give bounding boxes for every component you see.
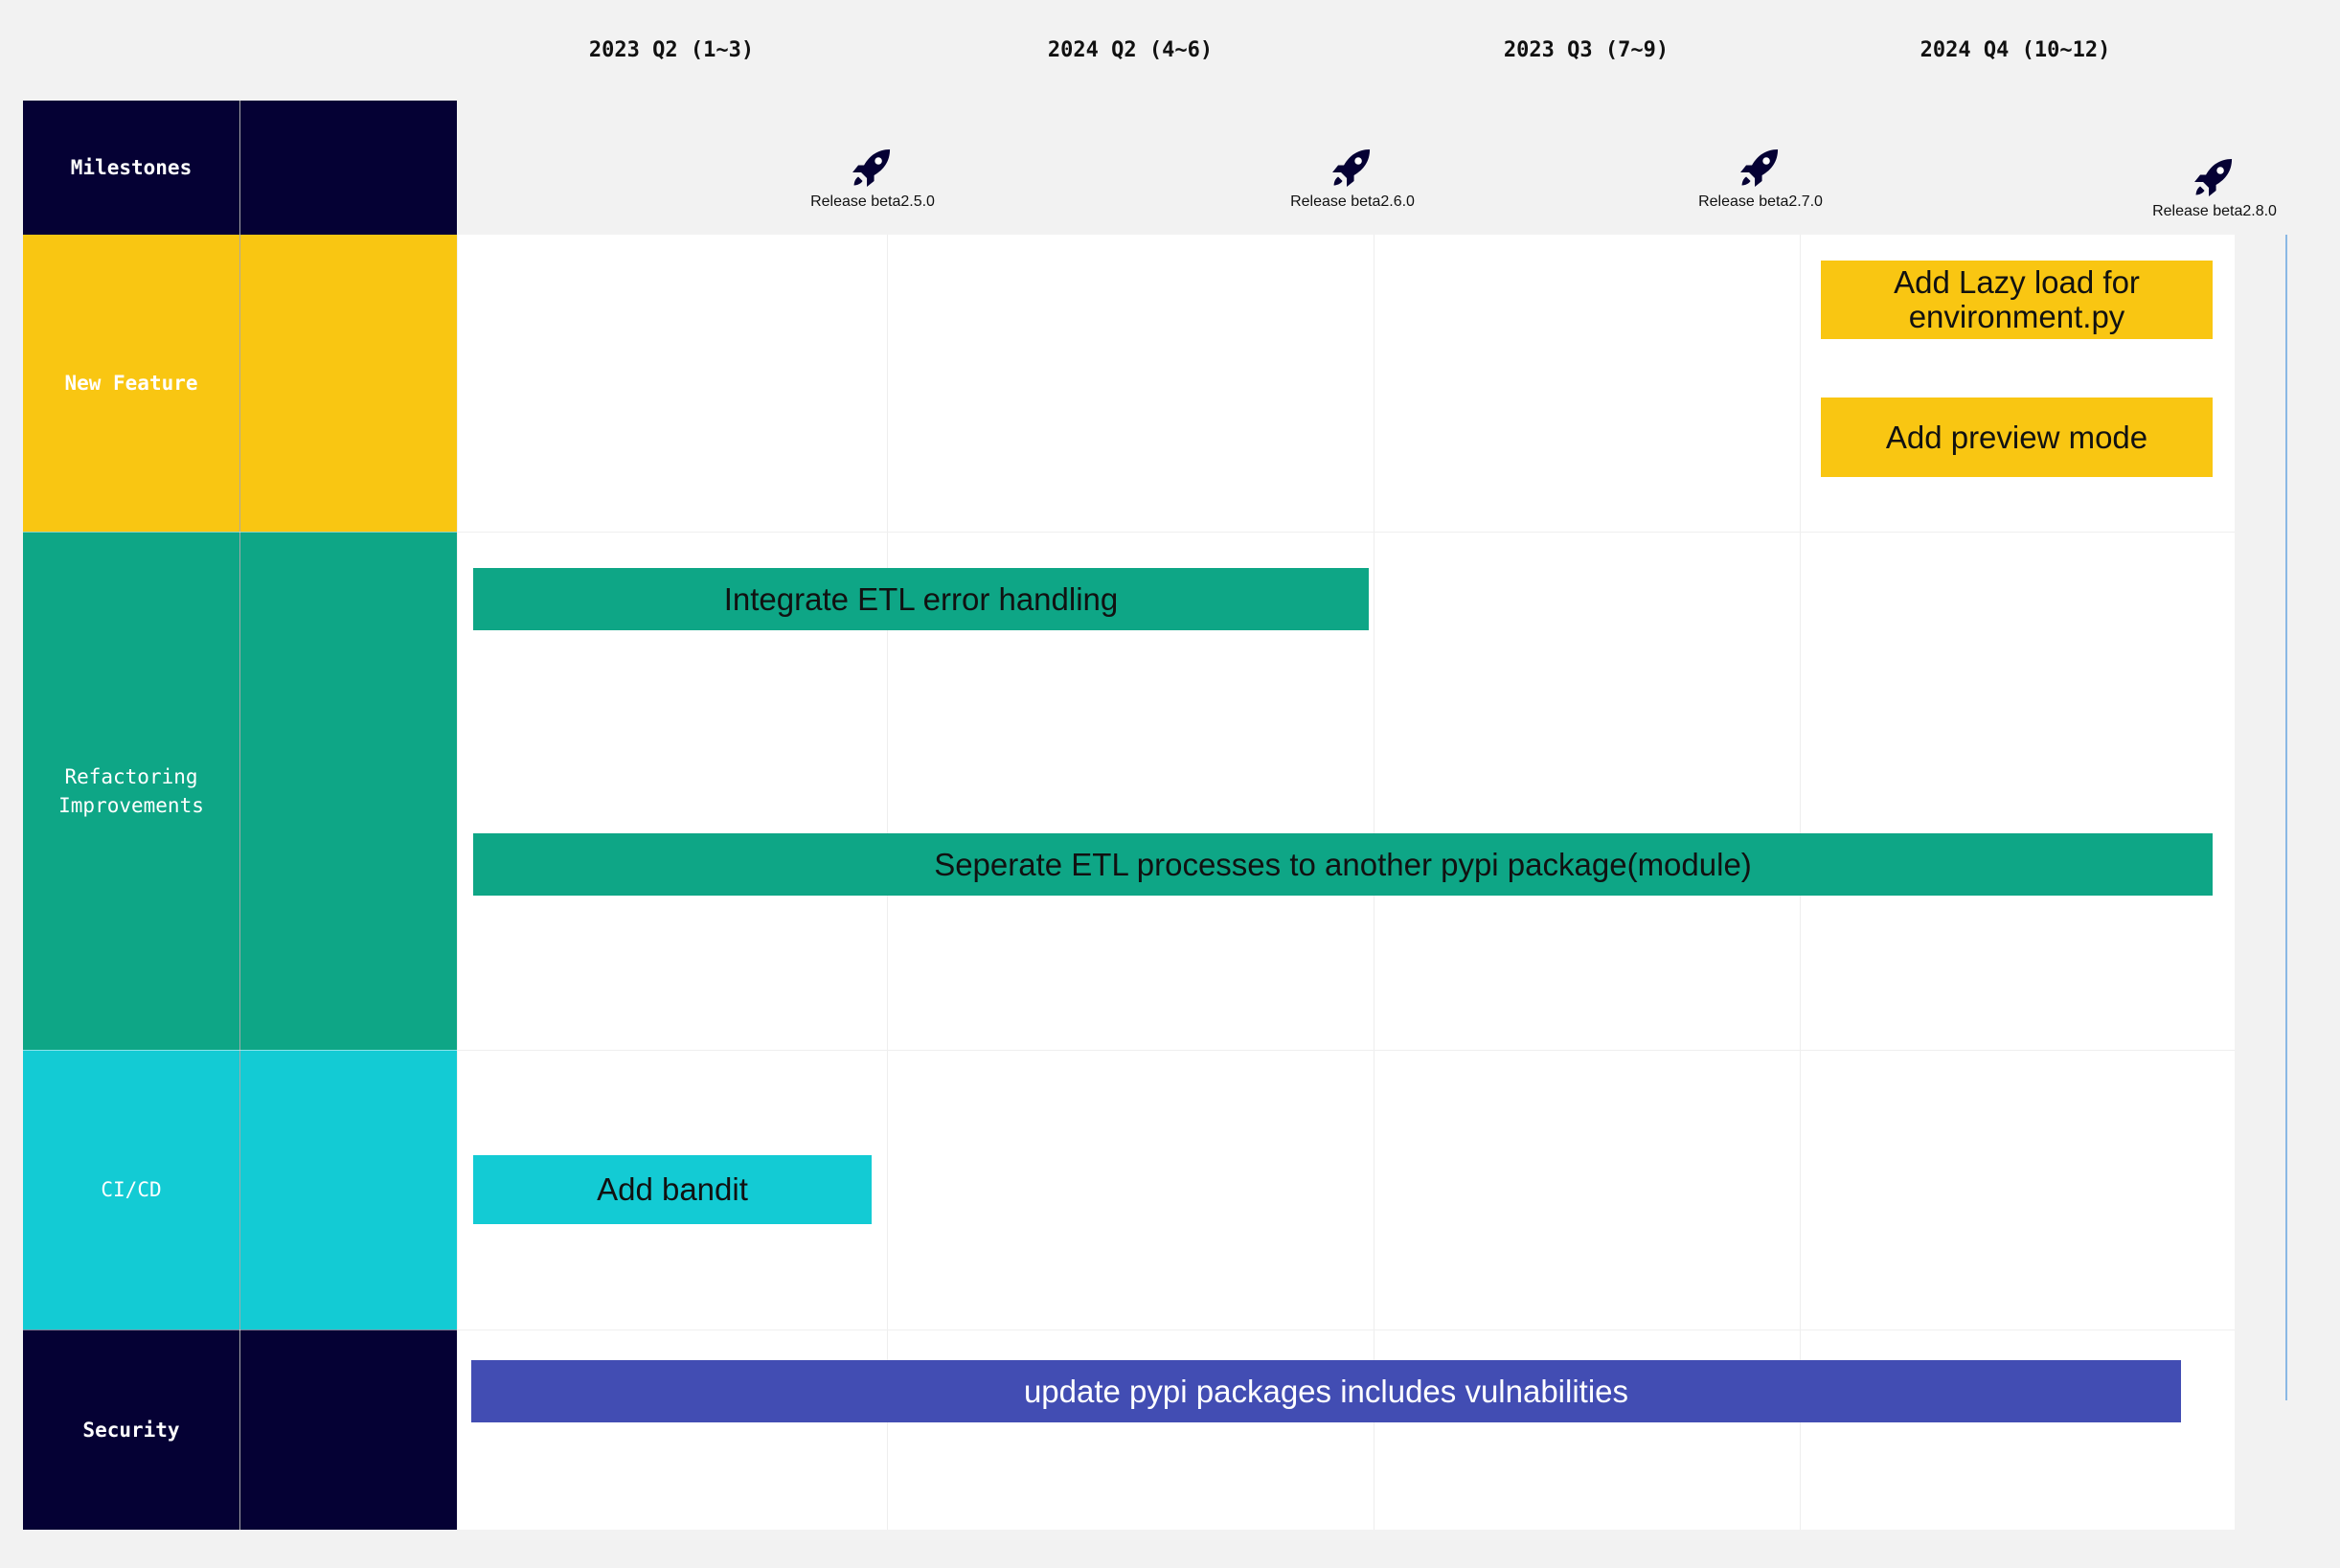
task-lazy-load[interactable]: Add Lazy load for environment.py — [1821, 261, 2213, 339]
row-label-refactoring: Refactoring Improvements — [23, 532, 239, 1050]
task-update-pypi[interactable]: update pypi packages includes vulnabilit… — [471, 1360, 2181, 1422]
row-sublabel-milestones — [240, 101, 457, 235]
grid-line — [458, 532, 2235, 533]
milestone-4[interactable]: Release beta2.8.0 — [2152, 153, 2277, 220]
task-separate-etl[interactable]: Seperate ETL processes to another pypi p… — [473, 833, 2213, 896]
milestone-line — [2285, 235, 2287, 1400]
row-divider — [23, 1050, 457, 1051]
quarter-header-3: 2023 Q3 (7~9) — [1503, 38, 1670, 62]
row-sublabel-cicd — [240, 1050, 457, 1329]
task-preview-mode[interactable]: Add preview mode — [1821, 398, 2213, 477]
rocket-icon — [852, 149, 890, 187]
row-sublabel-security — [240, 1329, 457, 1530]
milestone-2[interactable]: Release beta2.6.0 — [1290, 144, 1415, 211]
row-divider — [23, 1329, 457, 1330]
task-etl-error-handling[interactable]: Integrate ETL error handling — [473, 568, 1369, 630]
grid-line — [458, 1050, 2235, 1051]
milestone-1[interactable]: Release beta2.5.0 — [810, 144, 935, 211]
grid-line — [458, 1329, 2235, 1330]
row-sublabel-new-feature — [240, 235, 457, 532]
row-divider — [23, 532, 457, 533]
milestone-label: Release beta2.7.0 — [1698, 193, 1823, 210]
row-label-security: Security — [23, 1329, 239, 1530]
milestone-label: Release beta2.5.0 — [810, 193, 935, 210]
milestone-label: Release beta2.6.0 — [1290, 193, 1415, 210]
row-label-milestones: Milestones — [23, 101, 239, 235]
task-add-bandit[interactable]: Add bandit — [473, 1155, 872, 1224]
row-label-new-feature: New Feature — [23, 235, 239, 532]
milestone-3[interactable]: Release beta2.7.0 — [1698, 144, 1823, 211]
row-sublabel-refactoring — [240, 532, 457, 1050]
rocket-icon — [2194, 159, 2232, 196]
label-column-divider — [239, 101, 240, 1530]
milestone-label: Release beta2.8.0 — [2152, 203, 2277, 219]
row-label-cicd: CI/CD — [23, 1050, 239, 1329]
quarter-header-2: 2024 Q2 (4~6) — [1047, 38, 1214, 62]
rocket-icon — [1740, 149, 1778, 187]
rocket-icon — [1332, 149, 1370, 187]
quarter-header-1: 2023 Q2 (1~3) — [588, 38, 755, 62]
quarter-header-4: 2024 Q4 (10~12) — [1920, 38, 2111, 62]
